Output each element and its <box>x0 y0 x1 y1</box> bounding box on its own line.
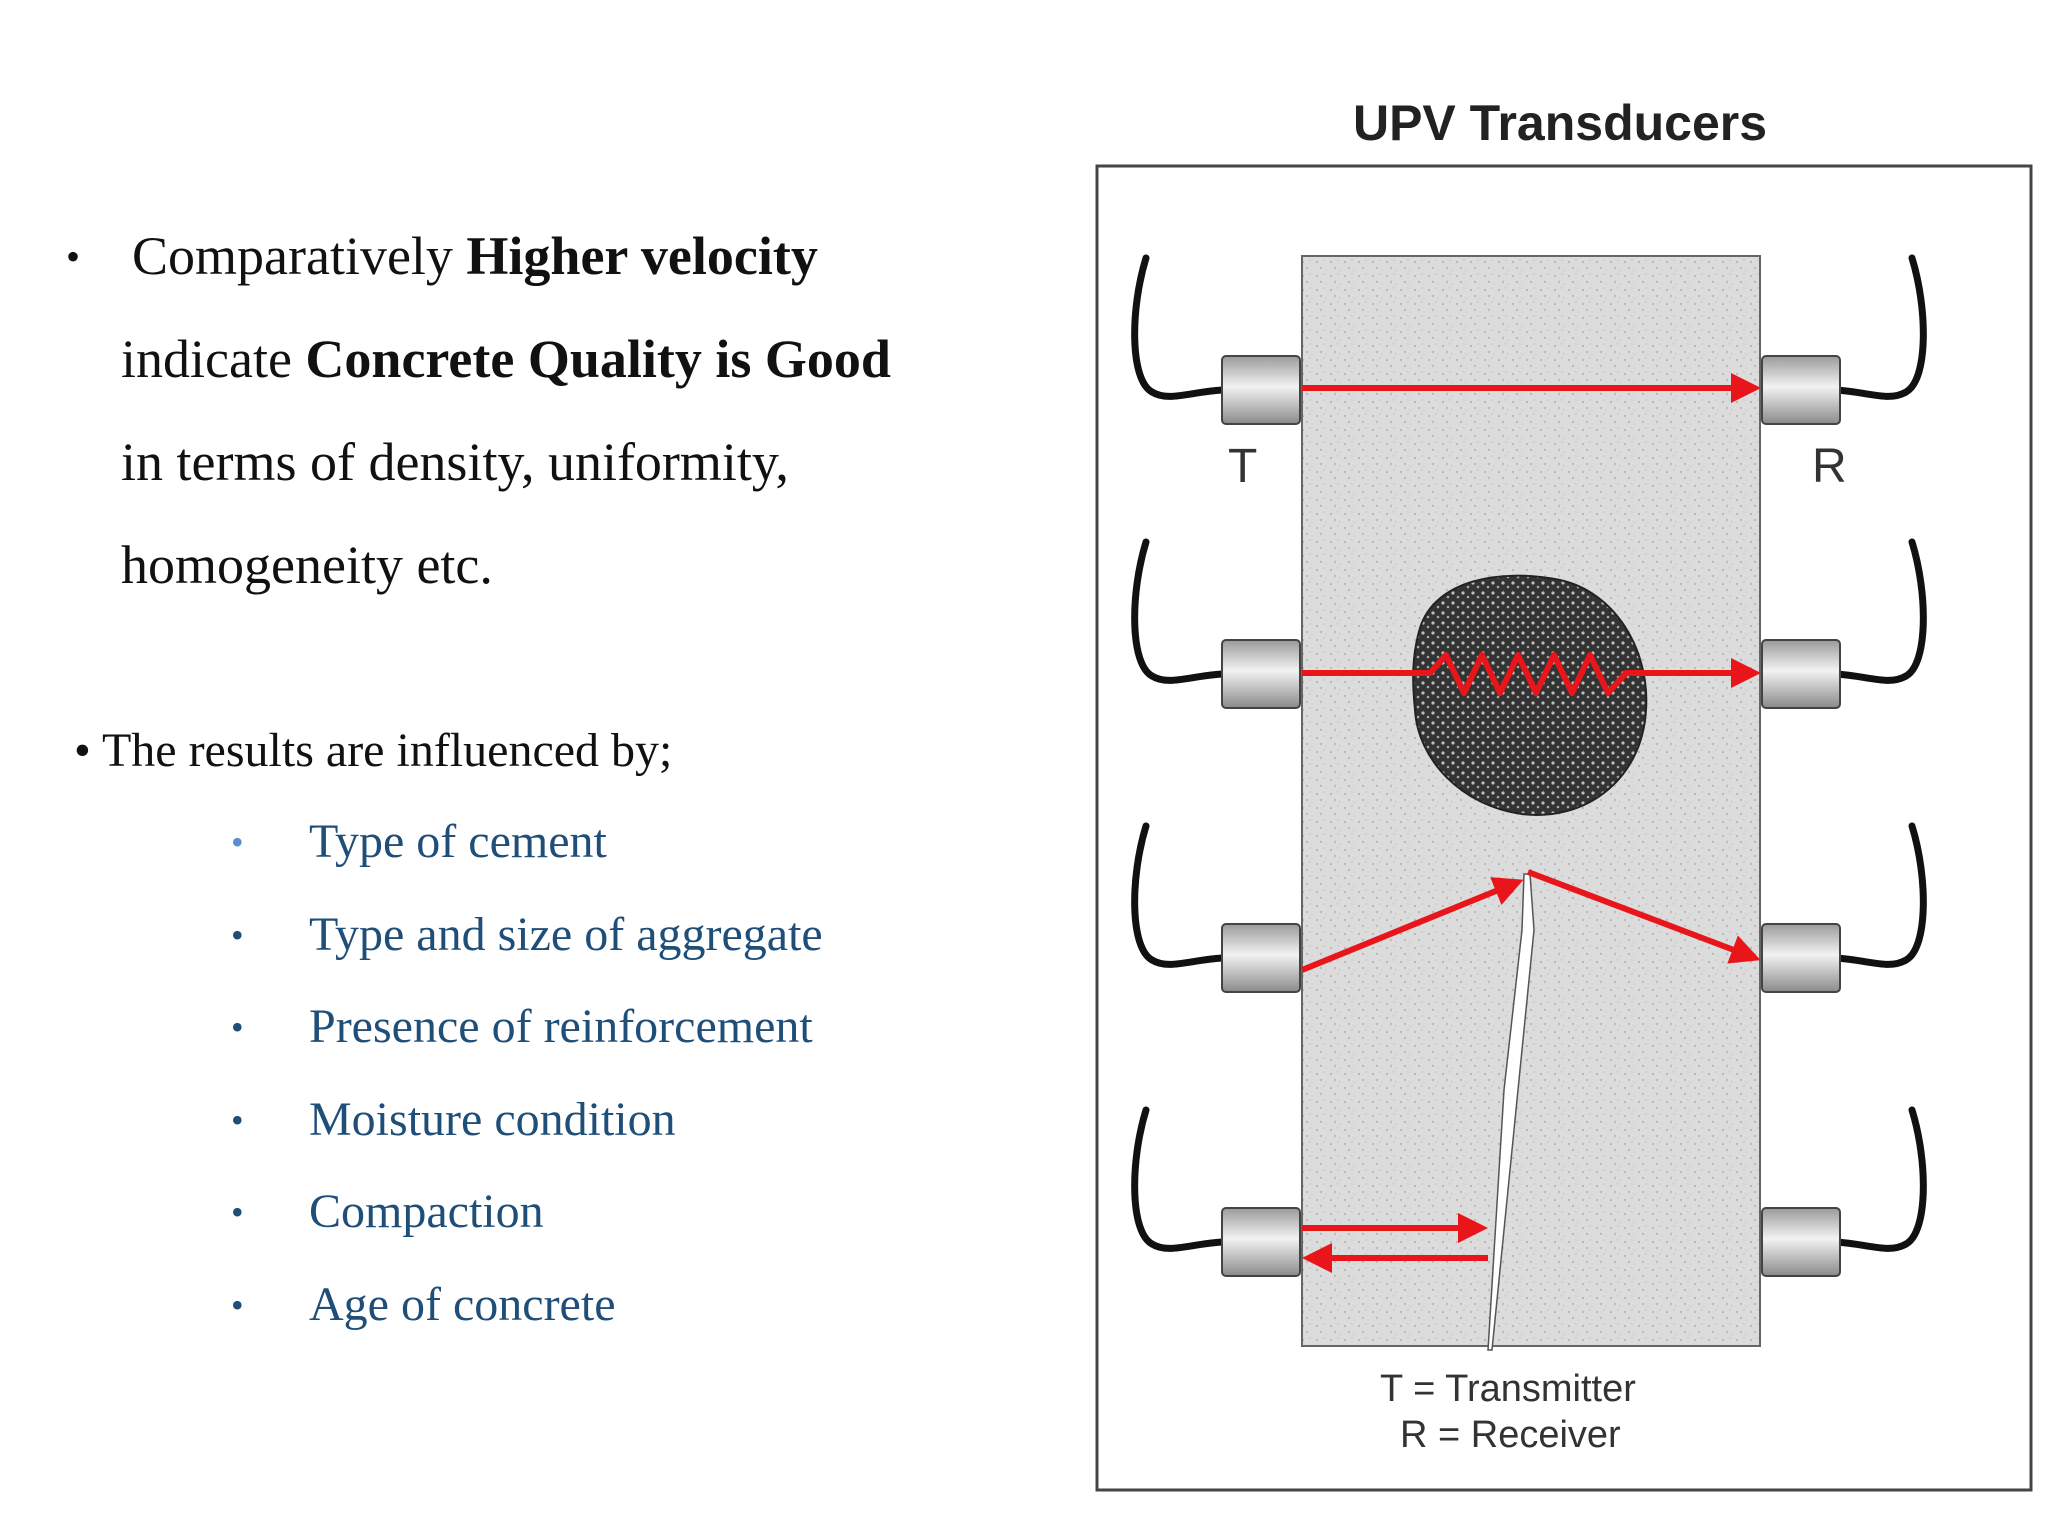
main-line-1: Comparatively Higher velocity <box>132 205 818 308</box>
factor-label: Type and size of aggregate <box>309 907 823 961</box>
factor-label: Type of cement <box>309 815 607 868</box>
receiver-cables <box>1832 254 1927 1252</box>
quality-good-text: Concrete Quality is Good <box>305 329 891 389</box>
bullet-dot: • <box>66 234 81 279</box>
pulse-diffracted-1 <box>1300 877 1524 973</box>
legend-transmitter: T = Transmitter <box>1380 1368 1636 1410</box>
factor-label: Compaction <box>309 1185 544 1238</box>
label-r: R <box>1812 440 1847 493</box>
figure-title: UPV Transducers <box>1352 95 1768 151</box>
void-region <box>1412 574 1648 816</box>
results-heading: • The results are influenced by; <box>74 724 673 777</box>
bullet-dot: • <box>231 1099 244 1140</box>
main-line-2-text: indicate <box>121 329 306 389</box>
label-t: T <box>1228 440 1257 493</box>
pulse-paths <box>1300 373 1761 1273</box>
bullet-dot: • <box>231 822 244 862</box>
receiver-transducers <box>1761 355 1841 1277</box>
bullet-dot: • <box>231 1284 244 1325</box>
legend-receiver: R = Receiver <box>1400 1414 1621 1456</box>
main-line-1-text: Comparatively <box>132 226 467 286</box>
pulse-through-void <box>1302 652 1761 696</box>
upv-diagram: T R T = Transmitter R = Receiver <box>1095 164 2033 1492</box>
main-line-3: in terms of density, uniformity, <box>121 432 789 492</box>
crack <box>1487 873 1535 1351</box>
factor-label: Age of concrete <box>309 1277 616 1331</box>
upv-figure: UPV Transducers <box>1090 90 2040 1510</box>
main-line-2: indicate Concrete Quality is Good <box>121 308 891 411</box>
main-line-4: homogeneity etc. <box>121 535 493 595</box>
factor-label: Presence of reinforcement <box>309 1000 813 1053</box>
bullet-dot: • <box>231 1192 244 1232</box>
transmitter-cables <box>1131 254 1226 1252</box>
transmitter-transducers <box>1221 355 1301 1277</box>
bullet-dot: • <box>231 1007 244 1047</box>
pulse-diffracted-2 <box>1526 869 1761 964</box>
factor-label: Moisture condition <box>309 1092 676 1146</box>
higher-velocity-text: Higher velocity <box>466 226 818 286</box>
bullet-dot: • <box>231 914 244 955</box>
